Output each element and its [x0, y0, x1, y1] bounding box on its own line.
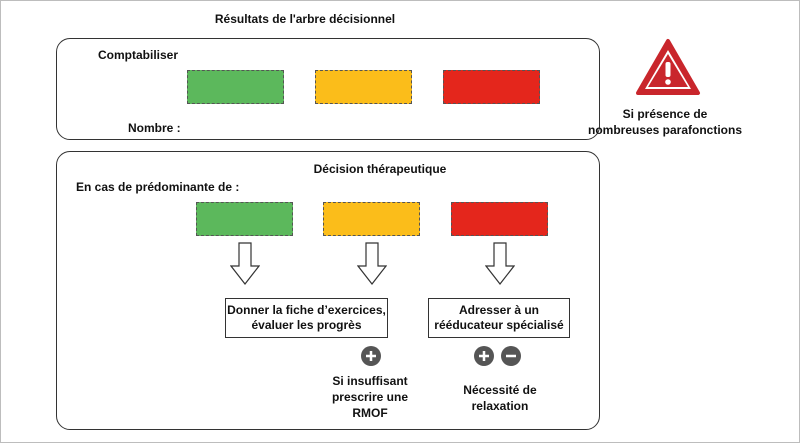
warning-triangle-icon — [636, 39, 700, 95]
minus-icon — [501, 346, 521, 366]
number-label: Nombre : — [128, 121, 181, 135]
down-arrow-yellow — [357, 242, 387, 285]
exercise-sheet-line1: Donner la fiche d’exercices, — [227, 303, 386, 317]
insufficient-note-line3: RMOF — [352, 406, 388, 420]
warning-text-line2: nombreuses parafonctions — [587, 123, 743, 137]
exercise-sheet-line2: évaluer les progrès — [251, 318, 362, 332]
specialist-referral-box: Adresser à un rééducateur spécialisé — [428, 298, 570, 338]
count-label: Comptabiliser — [98, 48, 179, 62]
green-swatch-top — [187, 70, 284, 104]
specialist-referral-line1: Adresser à un — [458, 303, 540, 317]
therapeutic-decision-title: Décision thérapeutique — [313, 162, 447, 176]
diagram-title: Résultats de l'arbre décisionnel — [214, 12, 396, 26]
therapeutic-decision-panel — [56, 151, 600, 430]
exercise-sheet-box: Donner la fiche d’exercices, évaluer les… — [225, 298, 388, 338]
yellow-swatch-bottom — [323, 202, 420, 236]
insufficient-note-line2: prescrire une — [331, 390, 409, 404]
down-arrow-red — [485, 242, 515, 285]
predominance-label: En cas de prédominante de : — [76, 180, 240, 194]
down-arrow-green — [230, 242, 260, 285]
yellow-swatch-top — [315, 70, 412, 104]
plus-icon — [361, 346, 381, 366]
red-swatch-bottom — [451, 202, 548, 236]
red-swatch-top — [443, 70, 540, 104]
plus-icon — [474, 346, 494, 366]
specialist-referral-line2: rééducateur spécialisé — [434, 318, 564, 332]
insufficient-note-line1: Si insuffisant — [332, 374, 408, 388]
relaxation-note-line2: relaxation — [471, 399, 529, 413]
relaxation-note-line1: Nécessité de — [463, 383, 537, 397]
green-swatch-bottom — [196, 202, 293, 236]
warning-text-line1: Si présence de — [622, 107, 708, 121]
